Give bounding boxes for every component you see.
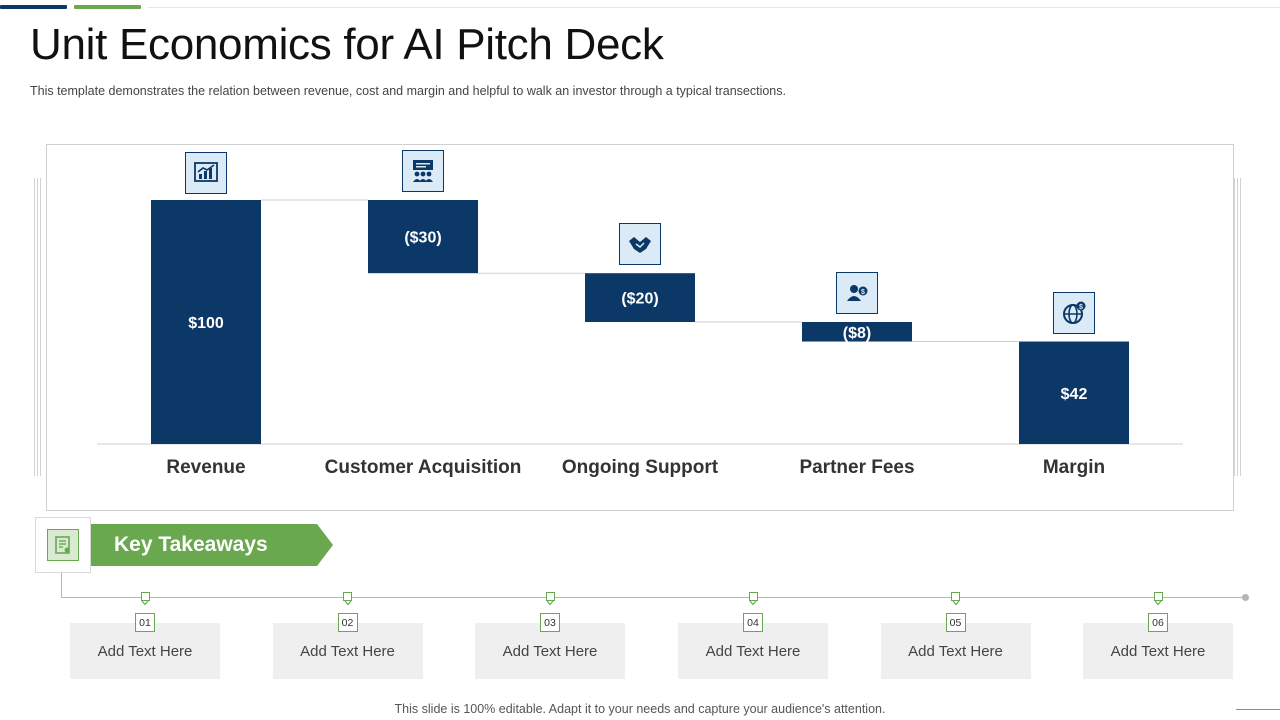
takeaway-card-03[interactable]: Add Text Here <box>475 623 625 679</box>
takeaway-number-06: 06 <box>1148 613 1168 632</box>
category-label: Customer Acquisition <box>325 457 522 478</box>
svg-text:$: $ <box>861 289 865 296</box>
takeaway-card-02[interactable]: Add Text Here <box>272 623 423 679</box>
key-takeaways-banner: Key Takeaways <box>91 524 333 566</box>
top-rule <box>148 7 1280 8</box>
accent-bar-navy <box>0 5 67 9</box>
timeline-node <box>1153 592 1163 601</box>
user-dollar-icon: $ <box>836 272 878 314</box>
chevron-down-icon <box>952 600 959 606</box>
data-label: ($20) <box>621 291 658 308</box>
bar-revenue <box>151 200 261 444</box>
category-label: Margin <box>1043 457 1105 478</box>
decorative-lines-right <box>1234 178 1244 476</box>
page-title: Unit Economics for AI Pitch Deck <box>30 20 664 69</box>
chevron-down-icon <box>749 600 757 606</box>
chart-growth-icon <box>185 152 227 194</box>
bar-partner-fees <box>802 322 912 342</box>
data-label: $100 <box>188 315 224 332</box>
category-label: Revenue <box>166 457 245 478</box>
data-label: $42 <box>1061 386 1088 403</box>
bar-ongoing-support <box>585 273 695 322</box>
takeaway-number-03: 03 <box>540 613 560 632</box>
chevron-down-icon <box>1154 600 1162 606</box>
chevron-down-icon <box>546 600 554 606</box>
globe-dollar-icon: $ <box>1053 292 1095 334</box>
timeline-line <box>61 597 1245 598</box>
takeaways-icon-frame <box>35 517 91 573</box>
accent-bar-green <box>74 5 141 9</box>
svg-text:$: $ <box>1079 304 1083 311</box>
timeline-node <box>545 592 555 601</box>
chevron-down-icon <box>344 600 351 606</box>
data-label: ($30) <box>404 230 441 247</box>
timeline-end-dot <box>1242 594 1249 601</box>
category-label: Partner Fees <box>799 457 914 478</box>
handshake-icon <box>619 223 661 265</box>
data-label: ($8) <box>843 325 871 342</box>
category-label: Ongoing Support <box>562 457 719 478</box>
takeaway-number-04: 04 <box>743 613 763 632</box>
takeaway-card-06[interactable]: Add Text Here <box>1083 623 1233 679</box>
takeaway-number-01: 01 <box>135 613 155 632</box>
takeaway-card-05[interactable]: Add Text Here <box>880 623 1031 679</box>
footer-note: This slide is 100% editable. Adapt it to… <box>394 702 886 716</box>
page-subtitle: This template demonstrates the relation … <box>30 84 786 98</box>
takeaway-number-05: 05 <box>945 613 966 632</box>
timeline-node <box>343 592 352 601</box>
footer-rule <box>1236 709 1280 710</box>
key-takeaways-title: Key Takeaways <box>114 533 268 556</box>
bar-margin <box>1019 341 1129 444</box>
chevron-down-icon <box>141 600 149 606</box>
team-presentation-icon <box>402 150 444 192</box>
takeaway-number-02: 02 <box>337 613 358 632</box>
timeline-node <box>140 592 150 601</box>
takeaway-card-04[interactable]: Add Text Here <box>678 623 828 679</box>
timeline-node <box>951 592 960 601</box>
takeaway-card-01[interactable]: Add Text Here <box>70 623 220 679</box>
bar-customer-acquisition <box>368 200 478 274</box>
decorative-lines-left <box>34 178 44 476</box>
timeline-node <box>748 592 758 601</box>
timeline-connector <box>61 573 62 598</box>
document-certificate-icon <box>47 529 79 561</box>
